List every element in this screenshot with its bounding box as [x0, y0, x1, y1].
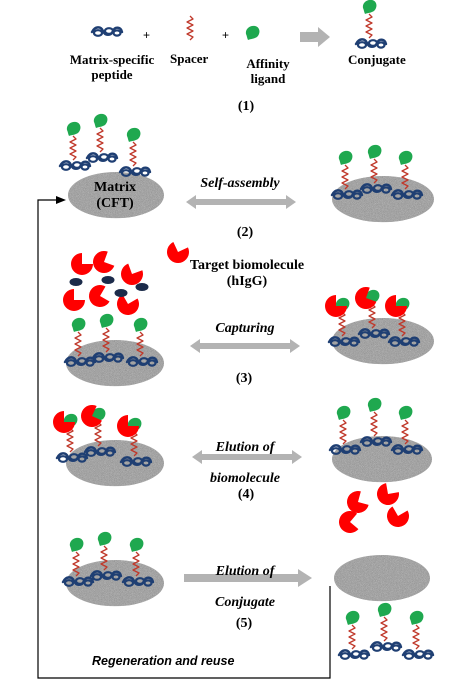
regeneration-loop: [37, 199, 331, 679]
arrow-2-icon: [186, 195, 296, 209]
peptide-icon: [90, 26, 124, 37]
arrow-3-icon: [190, 339, 300, 353]
impurity-mixture: [63, 247, 149, 320]
bound-conjugate: [93, 314, 123, 362]
conjugate-free-2: [87, 114, 117, 162]
ligand-icon: [245, 25, 260, 40]
step-number-2: (2): [236, 225, 254, 240]
step-label-2: Self-assembly: [200, 176, 280, 191]
bound-conjugate: [361, 398, 391, 446]
plus-sign-1: +: [143, 28, 151, 42]
bound-conjugate: [63, 538, 93, 586]
arrow-1-icon: [300, 27, 330, 47]
matrix-label: Matrix(CFT): [94, 180, 136, 211]
target-label: Target biomolecule(hIgG): [189, 258, 305, 289]
bound-conjugate: [91, 532, 121, 580]
bound-conjugate: [392, 406, 422, 454]
matrix-5-right: [334, 555, 430, 601]
step-number-3: (3): [235, 371, 253, 386]
released-biomolecules: [334, 481, 414, 538]
regeneration-arrowhead-icon: [56, 196, 66, 204]
bound-conjugate: [332, 151, 362, 199]
step-number-5: (5): [235, 616, 253, 631]
regeneration-label: Regeneration and reuse: [92, 654, 235, 668]
released-conjugates: [339, 603, 433, 659]
conjugate-free-1: [60, 122, 90, 170]
bound-conjugate: [361, 145, 391, 193]
step-number-1: (1): [237, 99, 255, 114]
conjugate-free-3: [120, 128, 150, 176]
spacer-label: Spacer: [170, 51, 209, 66]
step-label-3: Capturing: [215, 321, 275, 336]
conjugate-icon: [356, 0, 386, 48]
conjugate-label: Conjugate: [348, 52, 406, 67]
bound-conjugate: [330, 406, 360, 454]
spacer-icon: [186, 15, 194, 41]
bound-conjugate: [392, 151, 422, 199]
plus-sign-2: +: [222, 28, 230, 42]
bound-conjugate: [65, 318, 95, 366]
step-number-4: (4): [237, 487, 255, 502]
